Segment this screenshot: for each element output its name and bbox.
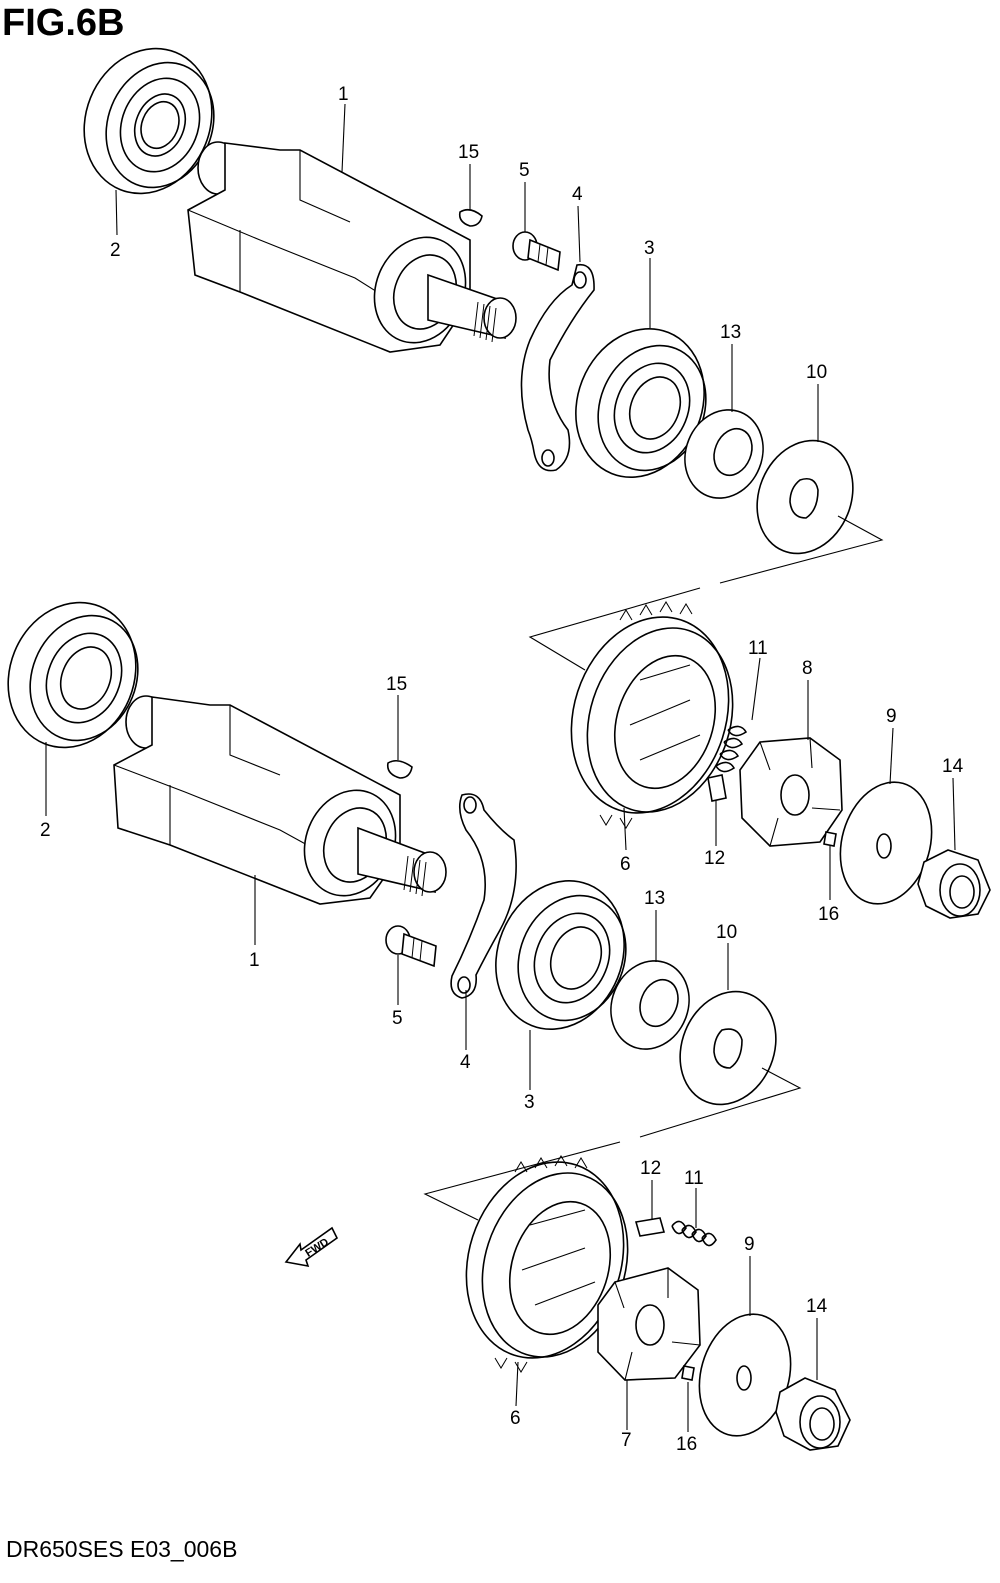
callout-lower-15: 15 [386,674,407,695]
callout-upper-3: 3 [644,238,655,259]
callout-lower-2: 2 [40,820,51,841]
callout-upper-11: 11 [748,638,768,659]
balancer-shaft-part-1-lower [113,695,447,905]
figure-title: FIG.6B [2,2,125,44]
callout-lower-16: 16 [676,1434,697,1455]
callout-lower-3: 3 [524,1092,535,1113]
callout-upper-6: 6 [620,854,631,875]
washer-part-9-upper [839,781,933,905]
callout-lower-13: 13 [644,888,665,909]
callout-upper-1: 1 [338,84,349,105]
spacer-part-13-lower [610,960,690,1050]
spring-part-11-lower [671,1220,717,1247]
pin-part-12-upper [707,774,727,802]
callout-lower-10: 10 [716,922,737,943]
callout-lower-14: 14 [806,1296,828,1317]
pin-part-12-lower [634,1217,666,1237]
callout-upper-12: 12 [704,848,725,869]
callout-upper-2: 2 [110,240,121,261]
balancer-shaft-part-1-upper [187,141,517,353]
hub-part-7-lower [597,1267,701,1381]
callout-lower-1: 1 [249,950,260,971]
callout-upper-9: 9 [886,706,897,727]
bearing-part-3-lower [495,880,627,1030]
bolt-part-5-upper [512,231,561,272]
callout-lower-6: 6 [510,1408,521,1429]
callout-upper-15: 15 [458,142,479,163]
spacer-part-13-upper [684,409,764,499]
pin-part-16-upper [823,831,837,847]
retainer-plate-part-4-lower [450,793,517,999]
callout-upper-13: 13 [720,322,741,343]
nut-part-14-upper [917,849,991,919]
callout-lower-11: 11 [684,1168,704,1189]
callout-lower-4: 4 [460,1052,471,1073]
pin-part-16-lower [681,1365,695,1381]
hub-part-8-upper [739,737,843,847]
bearing-part-2-lower [7,601,139,749]
washer-part-10-lower [679,990,777,1106]
callout-lower-9: 9 [744,1234,755,1255]
callout-upper-14: 14 [942,756,964,777]
callout-upper-8: 8 [802,658,813,679]
callout-lower-5: 5 [392,1008,403,1029]
spring-part-11-upper [715,725,748,773]
leader-lines [45,103,956,1432]
retainer-plate-part-4-upper [520,263,595,472]
diagram-code: DR650SES E03_006B [6,1536,238,1562]
connection-line-upper [528,515,884,671]
connection-line-lower [423,1067,802,1221]
washer-part-10-upper [756,439,854,555]
callout-lower-12: 12 [640,1158,661,1179]
bearing-part-2-upper [83,47,215,195]
key-part-15-lower [386,759,413,779]
bolt-part-5-lower [385,925,437,968]
callout-upper-10: 10 [806,362,827,383]
callout-upper-4: 4 [572,184,583,205]
gear-part-6-upper [570,601,734,829]
key-part-15-upper [458,208,483,227]
nut-part-14-lower [775,1377,851,1451]
callout-upper-16: 16 [818,904,839,925]
callout-lower-7: 7 [621,1430,632,1451]
fwd-arrow-icon: FWD [284,1226,339,1268]
callout-upper-5: 5 [519,160,530,181]
